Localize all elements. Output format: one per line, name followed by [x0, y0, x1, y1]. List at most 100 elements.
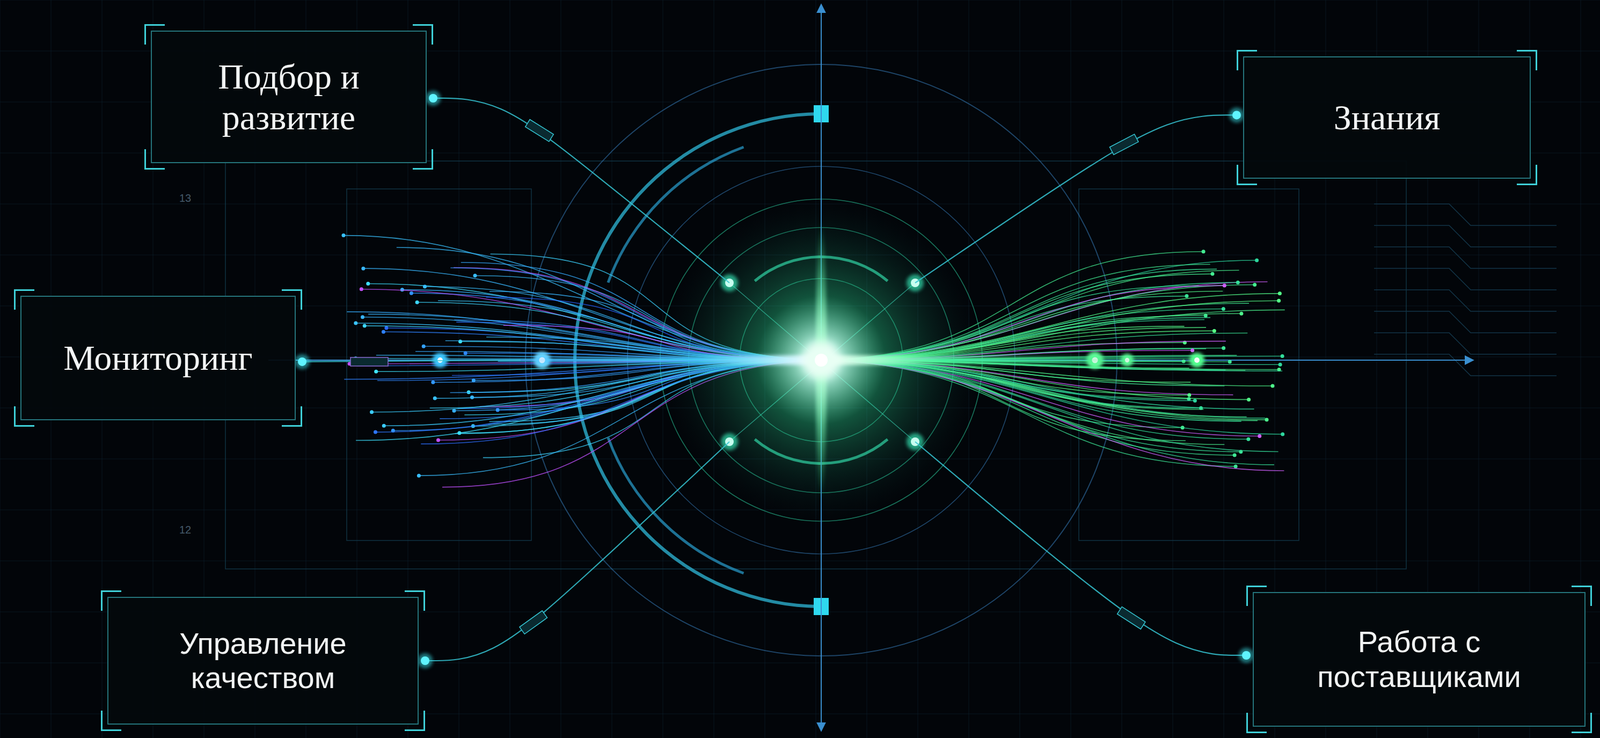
grid-line: [560, 0, 562, 738]
frame-outline: [225, 161, 1407, 569]
fiber-dot: [433, 396, 437, 401]
label-box: Мониторинг: [20, 295, 296, 421]
corner-bracket: [144, 149, 165, 170]
leader-line: [302, 360, 521, 362]
fiber-dot: [1246, 437, 1251, 442]
fiber-dot: [1201, 249, 1206, 254]
fiber-dot: [384, 326, 389, 331]
label-box: Подбор и развитие: [150, 30, 427, 164]
corner-bracket: [144, 24, 165, 45]
leader-line: [915, 114, 1237, 283]
corner-bracket: [412, 149, 434, 170]
grid-line: [611, 0, 613, 738]
corner-bracket: [1246, 585, 1267, 606]
label-box: Работа с поставщиками: [1252, 592, 1586, 727]
circuit-trace: [1374, 268, 1557, 290]
fiber-dot: [374, 369, 378, 374]
fiber-dot: [360, 315, 365, 319]
fiber-dot: [361, 266, 365, 271]
grid-line: [0, 0, 1600, 1]
fiber-dot: [1280, 432, 1285, 436]
fiber-dot: [436, 437, 441, 442]
fiber-dot: [1270, 384, 1275, 389]
anchor-dot: [1241, 651, 1251, 660]
fiber-dot: [1232, 453, 1237, 458]
corner-bracket: [13, 289, 35, 310]
fiber-dot: [1278, 362, 1283, 367]
fiber-dot: [430, 380, 435, 385]
circuit-trace: [1374, 332, 1557, 355]
fiber-dot: [1252, 282, 1257, 287]
core-flare: [814, 353, 828, 367]
corner-bracket: [1236, 164, 1258, 186]
fiber-dot: [415, 300, 420, 305]
fiber-dot: [366, 281, 370, 286]
line-tag: [519, 610, 548, 634]
circuit-trace: [1374, 289, 1557, 312]
corner-bracket: [13, 406, 35, 427]
fiber-dot: [1254, 258, 1259, 263]
circuit-trace: [1374, 246, 1557, 269]
leader-line: [433, 98, 730, 283]
line-tag: [350, 357, 389, 367]
fiber-dot: [1246, 397, 1251, 402]
leader-line: [915, 441, 1247, 656]
corner-bracket: [281, 289, 303, 310]
corner-bracket: [412, 24, 434, 45]
fiber-dot: [409, 291, 414, 296]
fiber-dot: [417, 473, 421, 478]
circuit-trace: [1374, 311, 1557, 333]
fiber-dot: [373, 430, 378, 435]
grid-line: [0, 0, 1, 738]
anchor-glow: [417, 653, 433, 669]
label-box: Знания: [1243, 56, 1531, 179]
circuit-trace: [1374, 225, 1557, 247]
anchor-dot: [297, 357, 307, 367]
core-flare: [802, 341, 840, 379]
fiber-dot: [1190, 348, 1195, 353]
fiber-dot: [458, 339, 463, 344]
leader-lines: [294, 90, 1254, 669]
corner-bracket: [1236, 49, 1258, 71]
fiber-dot: [1187, 392, 1192, 397]
fiber-dot: [1221, 346, 1226, 350]
fiber-dot: [1239, 311, 1244, 316]
fiber-dot: [1280, 354, 1285, 359]
grid-line: [1019, 0, 1021, 738]
grid-line: [1070, 0, 1072, 738]
fiber-dot: [369, 410, 374, 414]
circuit-trace: [1374, 203, 1557, 226]
fiber-dot: [1228, 359, 1232, 364]
fiber-dot: [1221, 307, 1226, 311]
box-label: Работа с поставщиками: [1273, 624, 1566, 694]
fiber-dot: [1184, 294, 1189, 298]
grid-line: [458, 0, 460, 738]
fiber-dot: [382, 424, 386, 428]
corner-bracket: [100, 710, 122, 732]
anchor-dot: [428, 93, 438, 103]
leader-line: [425, 441, 730, 661]
fiber-dot: [359, 287, 364, 291]
anchor-glow: [1229, 107, 1245, 123]
line-tag: [1117, 607, 1146, 630]
corner-bracket: [100, 590, 122, 611]
corner-bracket: [1516, 164, 1538, 186]
grid-line: [0, 560, 1600, 562]
fiber-dot: [1236, 280, 1240, 285]
fiber-dot: [1238, 449, 1243, 454]
corner-bracket: [1571, 712, 1592, 734]
fiber-dot: [1277, 291, 1282, 296]
scale-number: 13: [179, 192, 192, 204]
box-label: Знания: [1333, 97, 1441, 138]
fiber-dot: [1210, 272, 1215, 276]
fiber-dot: [1222, 283, 1227, 288]
fiber-dot: [1265, 418, 1269, 422]
label-box: Управление качеством: [107, 596, 419, 725]
fiber-dot: [1212, 329, 1217, 333]
fiber-dot: [353, 321, 358, 326]
box-label: Мониторинг: [63, 337, 253, 379]
fiber-dot: [1233, 464, 1238, 469]
